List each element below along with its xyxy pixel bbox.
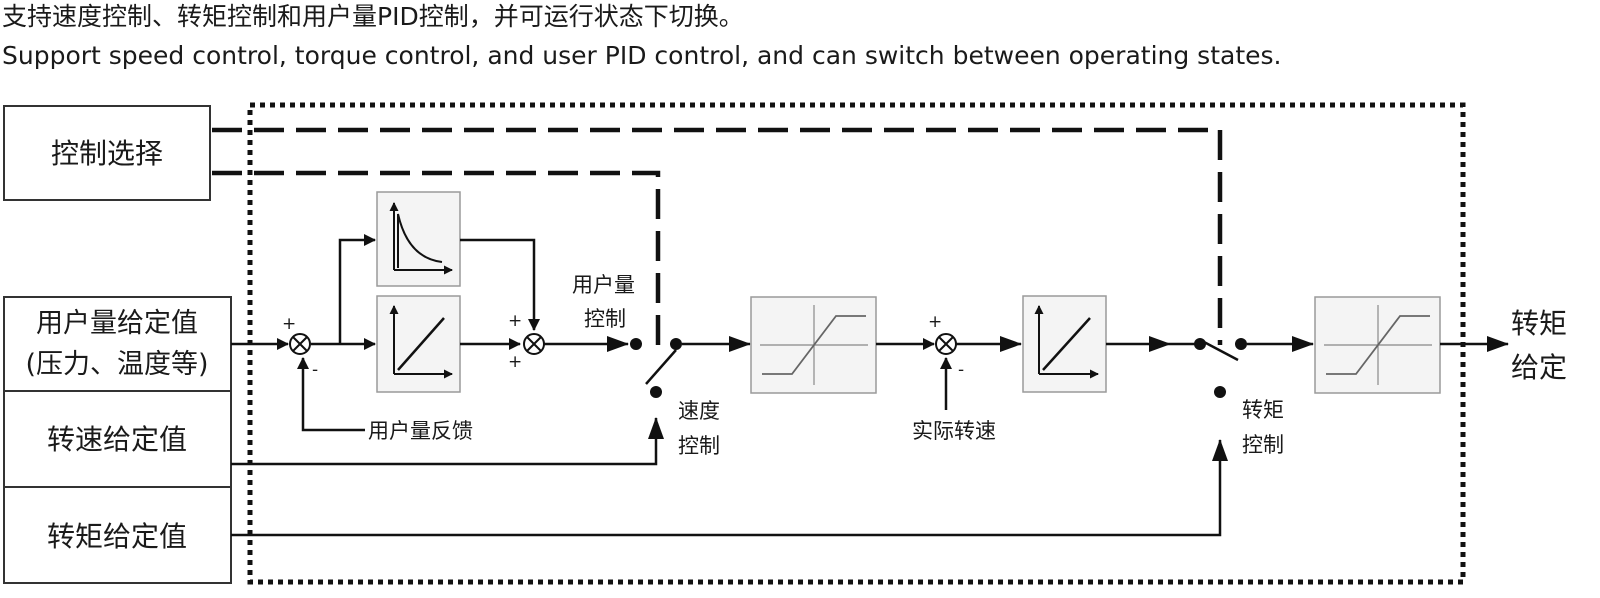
dashed-select-line-speed: [212, 170, 661, 352]
output-label-line1: 转矩: [1511, 307, 1567, 340]
user-feedback-line: [297, 357, 365, 432]
derivative-response-icon: [376, 191, 461, 287]
summing-junction-icon: [289, 333, 311, 355]
ramp-response-icon: [1022, 295, 1107, 393]
sign-plus-1: +: [282, 314, 296, 334]
summing-junction-icon: [523, 333, 545, 355]
speed-setpoint-label: 转速给定值: [47, 423, 187, 456]
limiter-icon: [1314, 296, 1441, 394]
output-label-line2: 给定: [1511, 351, 1567, 384]
sign-plus-3: +: [508, 352, 522, 372]
speed-setpoint-box: [3, 390, 232, 488]
actual-speed-label: 实际转速: [912, 419, 996, 443]
switch-icon: [630, 338, 682, 398]
title-chinese: 支持速度控制、转矩控制和用户量PID控制，并可运行状态下切换。: [2, 2, 744, 31]
speed-control-label-line1: 速度: [678, 399, 720, 423]
sign-plus-2: +: [508, 311, 522, 331]
user-control-label-line1: 用户量: [572, 273, 635, 297]
user-setpoint-box: [3, 296, 232, 392]
sum-to-derivative-signal: [338, 234, 376, 344]
user-setpoint-label-line2: (压力、温度等): [25, 349, 208, 380]
control-select-label: 控制选择: [51, 137, 163, 170]
sign-minus-2: -: [958, 360, 964, 380]
sign-minus-1: -: [312, 360, 318, 380]
torque-control-label-line1: 转矩: [1242, 398, 1284, 422]
speed-control-label-line2: 控制: [678, 434, 720, 458]
control-select-box: [3, 105, 211, 201]
derivative-to-sum-signal: [460, 238, 540, 331]
switch-icon: [1194, 338, 1247, 398]
limiter-icon: [750, 296, 877, 394]
user-setpoint-label-line1: 用户量给定值: [36, 308, 198, 339]
ramp-response-icon: [376, 295, 461, 393]
summing-junction-icon: [935, 333, 957, 355]
torque-setpoint-label: 转矩给定值: [47, 520, 187, 553]
torque-control-label-line2: 控制: [1242, 433, 1284, 457]
user-control-label-line2: 控制: [584, 307, 626, 331]
title-english: Support speed control, torque control, a…: [2, 41, 1282, 70]
dashed-select-line-torque: [212, 127, 1223, 345]
user-feedback-label: 用户量反馈: [368, 419, 473, 443]
torque-setpoint-signal: [231, 439, 1228, 537]
speed-setpoint-signal: [231, 417, 664, 466]
sign-plus-4: +: [928, 312, 942, 332]
